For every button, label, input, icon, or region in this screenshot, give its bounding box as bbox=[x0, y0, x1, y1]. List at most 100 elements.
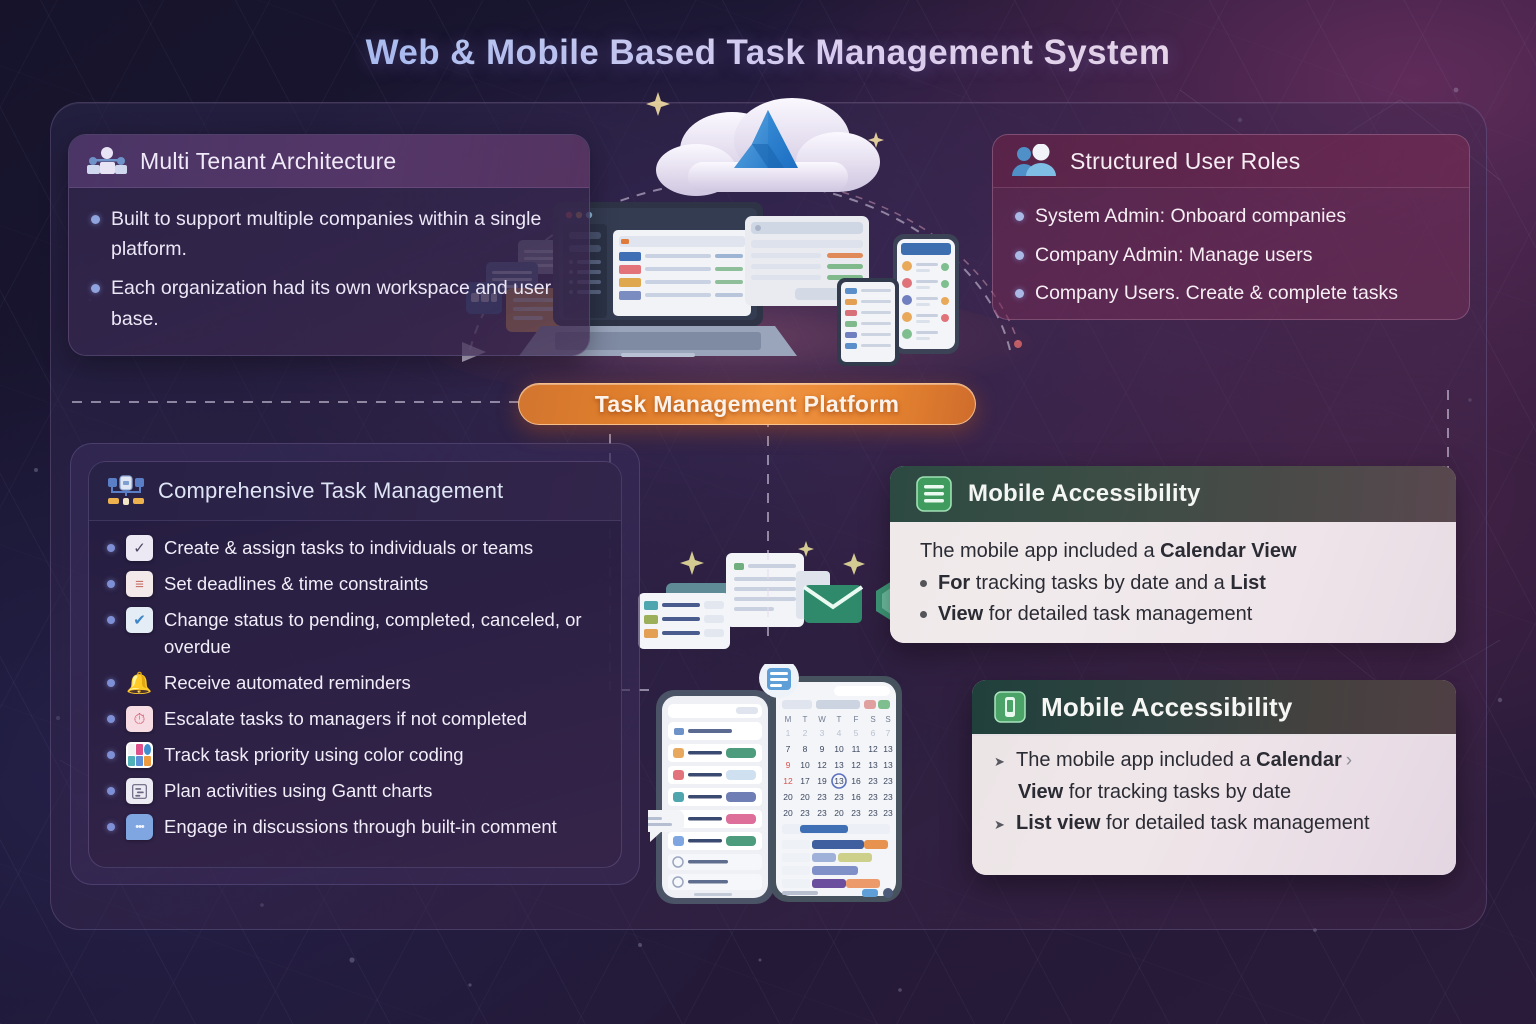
panel-header-mobile-secondary: Mobile Accessibility bbox=[972, 680, 1456, 734]
chevron-right-icon: › bbox=[1345, 750, 1353, 771]
bullet-text: System Admin: Onboard companies bbox=[1035, 205, 1347, 227]
bullet-text: Company Users. Create & complete tasks bbox=[1035, 282, 1399, 305]
mobile-secondary-bullet-list-2: ➤ List view for detailed task management bbox=[994, 809, 1438, 837]
bullet-bold: Calendar bbox=[1256, 749, 1342, 771]
bullet-dot-icon bbox=[1015, 289, 1024, 299]
mobile-primary-lead: The mobile app included a Calendar View bbox=[920, 536, 1436, 566]
bullet-text: Built to support multiple companies with… bbox=[111, 208, 542, 261]
panel-title-task-management: Comprehensive Task Management bbox=[158, 478, 504, 503]
list-item: ➤ List view for detailed task management bbox=[994, 809, 1438, 837]
bell-reminder-icon: 🔔 bbox=[126, 671, 153, 695]
list-item: System Admin: Onboard companies bbox=[1015, 201, 1447, 233]
multi-tenant-bullet-list: Built to support multiple companies with… bbox=[91, 204, 567, 334]
panel-user-roles: Structured User Roles System Admin: Onbo… bbox=[992, 134, 1470, 320]
list-item: For tracking tasks by date and a List bbox=[920, 568, 1436, 598]
arrow-bullet-icon: ➤ bbox=[994, 754, 1005, 769]
kanban-board-icon bbox=[107, 474, 145, 508]
bullet-dot-icon bbox=[1015, 250, 1024, 260]
bullet-dot-icon bbox=[107, 787, 115, 795]
bullet-text: Engage in discussions through built-in c… bbox=[164, 816, 557, 837]
mobile-secondary-bullet-list: ➤ The mobile app included a Calendar› bbox=[994, 746, 1438, 775]
card-body-background bbox=[972, 736, 1456, 875]
panel-task-management: Comprehensive Task Management ✓ Create &… bbox=[88, 461, 622, 868]
mobile-secondary-continuation: View for tracking tasks by date bbox=[994, 778, 1438, 806]
list-item: Company Users. Create & complete tasks bbox=[1015, 278, 1447, 310]
bullet-bold: List view bbox=[1016, 812, 1101, 835]
bullet-text: Plan activities using Gantt charts bbox=[164, 780, 433, 801]
hourglass-deadline-icon: ≡ bbox=[126, 571, 153, 597]
bullet-text: Each organization had its own workspace … bbox=[111, 277, 552, 330]
bullet-text: Track task priority using color coding bbox=[164, 744, 464, 765]
user-roles-bullet-list: System Admin: Onboard companies Company … bbox=[1015, 201, 1447, 310]
platform-banner: Task Management Platform bbox=[518, 383, 976, 425]
panel-header-mobile-primary: Mobile Accessibility bbox=[890, 466, 1456, 522]
bullet-dot-icon bbox=[91, 215, 100, 224]
panel-title-multi-tenant: Multi Tenant Architecture bbox=[140, 147, 397, 174]
bullet-bold-lead: For bbox=[938, 572, 971, 594]
cont-plain: for tracking tasks by date bbox=[1063, 780, 1292, 803]
arrow-bullet-icon: ➤ bbox=[994, 817, 1005, 833]
panel-title-mobile-secondary: Mobile Accessibility bbox=[1041, 691, 1293, 722]
list-item: ⏱ Escalate tasks to managers if not comp… bbox=[107, 705, 605, 732]
panel-body-mobile-secondary: ➤ The mobile app included a Calendar› Vi… bbox=[972, 734, 1456, 851]
panel-multi-tenant: Multi Tenant Architecture Built to suppo… bbox=[68, 134, 590, 356]
bullet-plain: The mobile app included a bbox=[1016, 749, 1257, 771]
gantt-chart-icon bbox=[126, 778, 153, 804]
list-item: Each organization had its own workspace … bbox=[91, 273, 567, 333]
bullet-dot-icon bbox=[1015, 212, 1024, 221]
bullet-dot-icon bbox=[920, 579, 927, 587]
panel-header-task-management: Comprehensive Task Management bbox=[89, 462, 621, 521]
green-list-icon bbox=[916, 476, 952, 512]
bullet-bold-lead: View bbox=[938, 603, 984, 625]
status-badge-icon: ✔ bbox=[126, 607, 153, 633]
comment-bubble-icon: ••• bbox=[126, 814, 153, 840]
panel-mobile-accessibility-primary: Mobile Accessibility The mobile app incl… bbox=[890, 466, 1456, 643]
lead-bold-text: Calendar View bbox=[1160, 540, 1297, 562]
lead-plain-text: The mobile app included a bbox=[920, 540, 1161, 562]
bullet-dot-icon bbox=[107, 679, 115, 687]
list-item: ✓ Create & assign tasks to individuals o… bbox=[107, 534, 605, 561]
panel-title-user-roles: Structured User Roles bbox=[1070, 147, 1301, 174]
panel-header-multi-tenant: Multi Tenant Architecture bbox=[69, 135, 589, 188]
card-body-background bbox=[890, 518, 1456, 643]
bullet-text: Escalate tasks to managers if not comple… bbox=[164, 708, 527, 729]
panel-body-mobile-primary: The mobile app included a Calendar View … bbox=[890, 522, 1456, 642]
bullet-text: For tracking tasks by date and a List bbox=[938, 568, 1266, 598]
list-item: ✔ Change status to pending, completed, c… bbox=[107, 606, 605, 660]
bullet-bold-tail: List bbox=[1230, 572, 1266, 594]
list-item: Company Admin: Manage users bbox=[1015, 240, 1447, 272]
two-users-icon bbox=[1011, 144, 1057, 178]
panel-mobile-accessibility-secondary: Mobile Accessibility ➤ The mobile app in… bbox=[972, 680, 1456, 875]
bullet-dot-icon bbox=[107, 751, 115, 759]
list-item: View for detailed task management bbox=[920, 599, 1436, 629]
bullet-dot-icon bbox=[920, 610, 927, 618]
list-item: 🔔 Receive automated reminders bbox=[107, 669, 605, 696]
bullet-text: The mobile app included a Calendar› bbox=[1016, 746, 1352, 775]
bullet-rest: for detailed task management bbox=[983, 603, 1253, 625]
panel-body-user-roles: System Admin: Onboard companies Company … bbox=[993, 188, 1469, 319]
checkbox-checked-icon: ✓ bbox=[126, 535, 153, 561]
list-item: ≡ Set deadlines & time constraints bbox=[107, 570, 605, 597]
alarm-escalate-icon: ⏱ bbox=[126, 706, 153, 732]
panel-body-task-management: ✓ Create & assign tasks to individuals o… bbox=[89, 521, 621, 859]
bullet-plain: for detailed task management bbox=[1100, 812, 1370, 835]
bullet-dot-icon bbox=[107, 715, 115, 723]
bullet-text: Set deadlines & time constraints bbox=[164, 573, 429, 594]
cont-bold: View bbox=[1018, 780, 1064, 803]
green-mobile-icon bbox=[994, 691, 1026, 723]
bullet-dot-icon bbox=[107, 823, 115, 831]
color-grid-icon bbox=[126, 742, 153, 768]
list-item: Plan activities using Gantt charts bbox=[107, 777, 605, 804]
panel-body-multi-tenant: Built to support multiple companies with… bbox=[69, 188, 589, 355]
page-title: Web & Mobile Based Task Management Syste… bbox=[0, 33, 1536, 73]
mobile-primary-bullet-list: For tracking tasks by date and a List Vi… bbox=[920, 568, 1436, 629]
panel-header-user-roles: Structured User Roles bbox=[993, 135, 1469, 188]
bullet-text: Receive automated reminders bbox=[164, 672, 411, 693]
list-item: Built to support multiple companies with… bbox=[91, 204, 567, 264]
list-item: ••• Engage in discussions through built-… bbox=[107, 813, 605, 840]
bullet-dot-icon bbox=[107, 544, 115, 552]
task-management-bullet-list: ✓ Create & assign tasks to individuals o… bbox=[107, 534, 605, 840]
bullet-text: List view for detailed task management bbox=[1016, 809, 1370, 837]
people-group-icon bbox=[87, 146, 127, 176]
